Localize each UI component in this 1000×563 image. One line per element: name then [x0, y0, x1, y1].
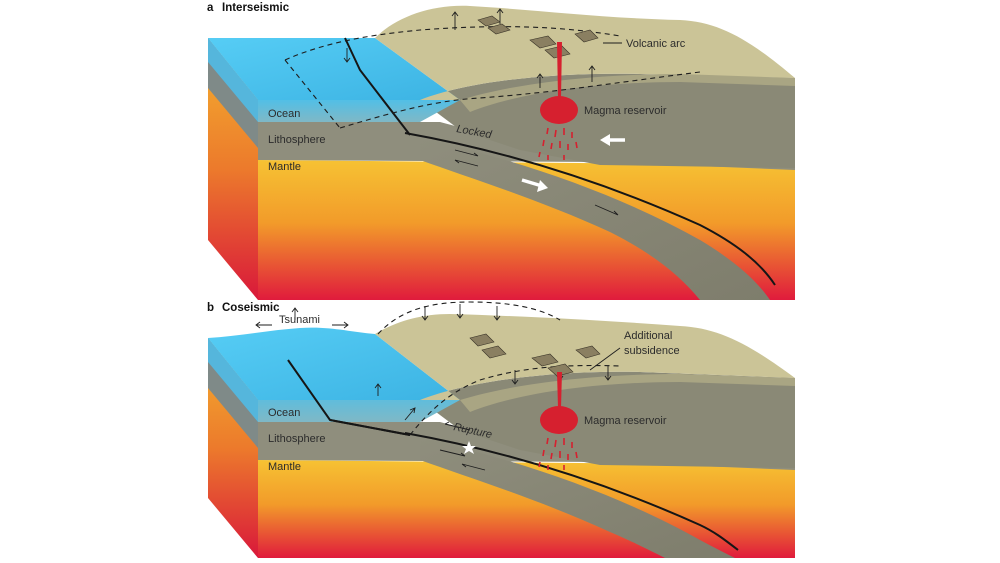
panel-a: a Interseismic Ocean Lithosphere Mantle … — [207, 2, 795, 300]
magma-system — [538, 372, 578, 470]
ocean-label: Ocean — [268, 108, 300, 120]
panel-b-title: Coseismic — [222, 302, 280, 314]
ocean-surface — [208, 38, 460, 100]
panel-b-letter: b — [207, 302, 214, 314]
mantle-front — [258, 160, 795, 300]
land-surface — [375, 5, 795, 100]
ocean-surface — [208, 327, 460, 400]
panel-a-letter: a — [207, 2, 214, 14]
deformation-arrows — [343, 8, 596, 88]
lithosphere-label: Lithosphere — [268, 433, 326, 445]
additional-subsidence-label-2: subsidence — [624, 345, 680, 357]
magma-reservoir-label: Magma reservoir — [584, 415, 667, 427]
panel-b: b Coseismic Tsunami Ocean Lithosphere Ma… — [207, 301, 795, 558]
subducting-slab — [420, 438, 735, 558]
slab-motion-arrow — [521, 178, 543, 188]
ocean-front — [258, 100, 460, 122]
subsidence-craters — [469, 333, 601, 377]
tsunami-label: Tsunami — [279, 314, 320, 326]
volcanic-arc-craters — [477, 15, 599, 59]
subducting-slab — [420, 138, 770, 300]
panel-a-title: Interseismic — [222, 2, 290, 14]
magma-system — [538, 42, 578, 160]
mantle-label: Mantle — [268, 161, 301, 173]
magma-reservoir-label: Magma reservoir — [584, 105, 667, 117]
volcanic-arc-label: Volcanic arc — [626, 38, 686, 50]
subsidence-leader — [589, 347, 621, 371]
mantle-label: Mantle — [268, 461, 301, 473]
ocean-label: Ocean — [268, 407, 300, 419]
additional-subsidence-label-1: Additional — [624, 330, 672, 342]
lithosphere-label: Lithosphere — [268, 134, 326, 146]
rupture-star-icon — [462, 441, 476, 454]
